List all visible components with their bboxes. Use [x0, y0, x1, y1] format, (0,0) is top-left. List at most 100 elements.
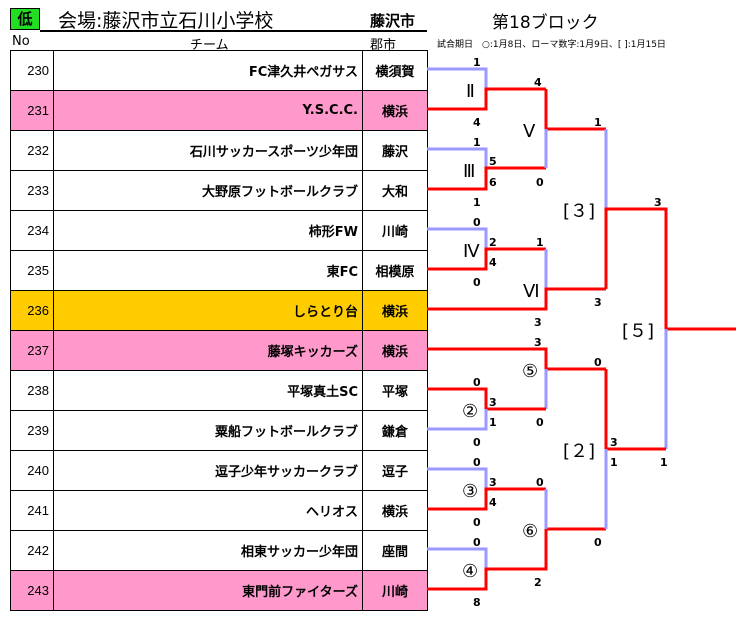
winner-line — [427, 166, 546, 191]
score: 0 — [473, 376, 481, 389]
bracket-line — [427, 409, 488, 431]
bracket-line — [427, 67, 488, 89]
score: 0 — [473, 276, 481, 289]
match-label: ⑤ — [522, 361, 538, 382]
team-city: 逗子 — [362, 450, 428, 491]
team-no: 242 — [10, 530, 54, 571]
score: 0 — [473, 216, 481, 229]
winner-line — [604, 207, 736, 331]
bracket-line — [427, 227, 488, 249]
team-city: 藤沢 — [362, 130, 428, 171]
winner-line — [427, 487, 546, 511]
team-city: 相模原 — [362, 250, 428, 291]
team-no: 230 — [10, 50, 54, 91]
score: 8 — [473, 596, 481, 609]
team-name: 粟船フットボールクラブ — [53, 410, 363, 451]
match-label: Ⅵ — [523, 281, 540, 302]
score: 5 — [489, 155, 497, 168]
score: 3 — [534, 316, 542, 329]
match-label: ③ — [462, 481, 478, 502]
score: 3 — [610, 436, 618, 449]
venue-title: 会場:藤沢市立石川小学校 — [58, 10, 274, 32]
match-label: ⑥ — [522, 521, 538, 542]
score: 2 — [489, 236, 497, 249]
score: 1 — [473, 196, 481, 209]
team-no: 231 — [10, 90, 54, 131]
team-name: 相東サッカー少年団 — [53, 530, 363, 571]
score: 3 — [594, 296, 602, 309]
team-no: 235 — [10, 250, 54, 291]
team-city: 横浜 — [362, 290, 428, 331]
match-label: Ⅲ — [463, 161, 475, 182]
block-title: 第18ブロック — [492, 13, 599, 33]
team-name: 東門前ファイターズ — [53, 570, 363, 611]
col-city-header: 郡市 — [370, 38, 397, 53]
score: 4 — [489, 256, 497, 269]
bracket-line — [427, 467, 488, 489]
score: 1 — [473, 136, 481, 149]
col-team-header: チーム — [190, 38, 229, 53]
match-label: [５] — [622, 321, 654, 342]
score: 3 — [489, 476, 497, 489]
score: 4 — [534, 76, 542, 89]
team-name: Y.S.C.C. — [53, 90, 363, 131]
team-city: 横浜 — [362, 330, 428, 371]
team-city: 大和 — [362, 170, 428, 211]
score: 6 — [489, 176, 497, 189]
team-name: しらとり台 — [53, 290, 363, 331]
team-name: 逗子少年サッカークラブ — [53, 450, 363, 491]
score: 0 — [594, 356, 602, 369]
team-no: 234 — [10, 210, 54, 251]
team-city: 横浜 — [362, 90, 428, 131]
match-label: Ⅳ — [463, 241, 480, 262]
team-name: 大野原フットボールクラブ — [53, 170, 363, 211]
score: 1 — [660, 456, 668, 469]
team-city: 川崎 — [362, 570, 428, 611]
team-name: 石川サッカースポーツ少年団 — [53, 130, 363, 171]
team-name: 平塚真土SC — [53, 370, 363, 411]
score: 4 — [473, 116, 481, 129]
winner-line — [427, 87, 546, 111]
team-city: 横須賀 — [362, 50, 428, 91]
score: 1 — [473, 56, 481, 69]
score: 0 — [536, 476, 544, 489]
bracket-line — [427, 147, 488, 169]
winner-line — [427, 287, 606, 311]
score: 0 — [473, 516, 481, 529]
match-label: Ⅴ — [523, 121, 536, 142]
score: 1 — [594, 116, 602, 129]
score: 4 — [489, 496, 497, 509]
winner-line — [427, 247, 546, 271]
level-badge: 低 — [10, 8, 40, 30]
team-name: 藤塚キッカーズ — [53, 330, 363, 371]
match-label: [２] — [563, 441, 595, 462]
score: 0 — [473, 536, 481, 549]
score: 0 — [473, 436, 481, 449]
schedule-note: 試合期日 ○:1月8日、ローマ数字:1月9日、[ ]:1月15日 — [437, 40, 666, 50]
team-no: 236 — [10, 290, 54, 331]
score: 0 — [594, 536, 602, 549]
score: 3 — [654, 196, 662, 209]
team-city: 座間 — [362, 530, 428, 571]
score: 1 — [610, 456, 618, 469]
title-underline — [40, 30, 427, 32]
match-label: Ⅱ — [466, 81, 475, 102]
score: 0 — [536, 176, 544, 189]
winner-line — [427, 527, 606, 591]
score: 0 — [536, 416, 544, 429]
